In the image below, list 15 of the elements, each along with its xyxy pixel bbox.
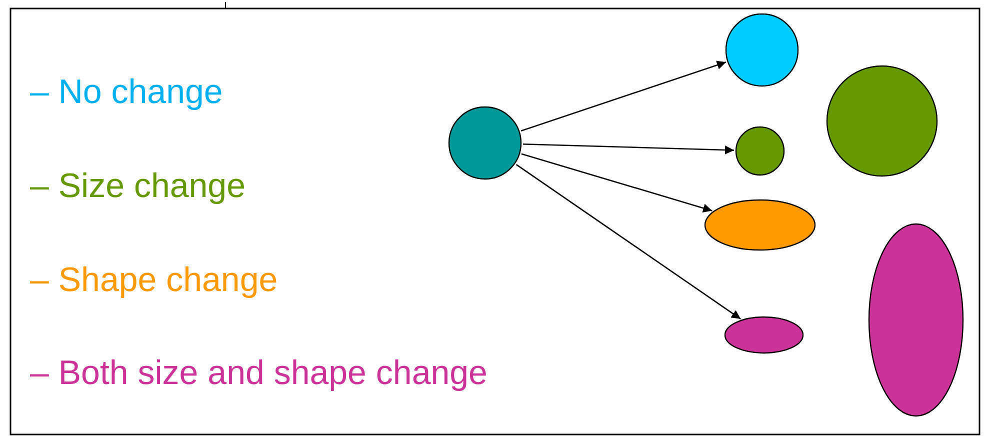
arrow <box>520 60 726 132</box>
circle-shape <box>735 126 785 176</box>
ellipse-shape <box>704 199 816 251</box>
list-item: – No change <box>30 74 223 112</box>
ellipse-shape <box>724 316 804 354</box>
list-item: – Size change <box>30 168 246 206</box>
arrow <box>516 164 741 320</box>
list-item: – Shape change <box>30 262 278 300</box>
circle-shape <box>448 106 522 180</box>
arrow <box>521 153 712 212</box>
ellipse-shape <box>868 223 964 417</box>
arrow <box>522 143 734 154</box>
circle-shape <box>826 65 938 177</box>
circle-shape <box>725 13 799 87</box>
list-item: – Both size and shape change <box>30 355 488 392</box>
